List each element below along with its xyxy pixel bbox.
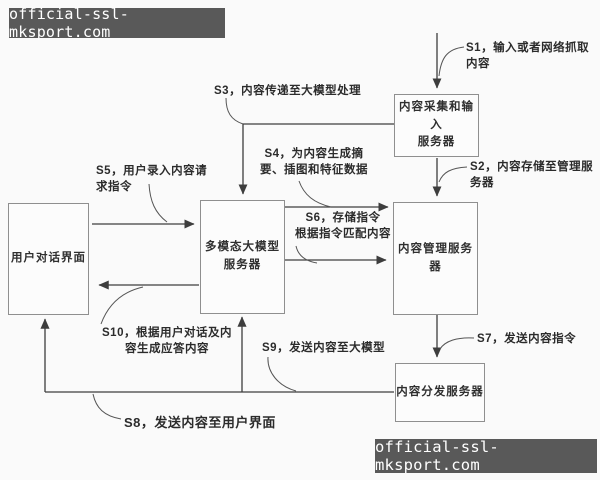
- leader-s6: [295, 245, 318, 264]
- leader-s4: [298, 180, 332, 208]
- step-label-s10: S10，根据用户对话及内 容生成应答内容: [102, 327, 232, 356]
- leader-s10: [100, 286, 144, 325]
- step-label-s5: S5，用户录入内容请 求指令: [96, 165, 208, 194]
- step-label-s3: S3，内容传递至大模型处理: [214, 85, 362, 97]
- node-content-management-server: 内容管理服务器: [393, 202, 478, 315]
- leader-s7: [439, 337, 475, 350]
- node-user-label: 用户对话界面: [11, 252, 86, 265]
- node-multimodal-model-server: 多模态大模型 服务器: [200, 200, 285, 314]
- step-label-s6: S6，存储指令 根据指令匹配内容: [295, 212, 391, 241]
- leader-s3: [225, 97, 244, 125]
- leader-s5: [148, 183, 168, 223]
- watermark-bottom-right: official-ssl-mksport.com: [375, 438, 597, 474]
- watermark-top-left: official-ssl-mksport.com: [9, 5, 225, 41]
- node-content-distribution-server: 内容分发服务器: [395, 363, 485, 422]
- step-label-s4: S4，为内容生成摘 要、插图和特征数据: [260, 148, 368, 177]
- leader-s9: [267, 356, 297, 392]
- node-collect-label: 内容采集和输入 服务器: [399, 100, 474, 149]
- step-label-s2: S2，内容存储至管理服务器: [470, 161, 594, 190]
- leader-s2: [438, 166, 468, 183]
- step-label-s8: S8，发送内容至用户界面: [124, 415, 276, 430]
- step-label-s1: S1，输入或者网络抓取内容: [466, 42, 590, 71]
- step-label-s7: S7，发送内容指令: [477, 333, 577, 345]
- watermark-bottom-text: official-ssl-mksport.com: [375, 438, 499, 474]
- leader-s1: [438, 46, 465, 77]
- step-label-s9: S9，发送内容至大模型: [262, 342, 386, 354]
- watermark-top-text: official-ssl-mksport.com: [9, 5, 129, 41]
- node-distribute-label: 内容分发服务器: [396, 385, 484, 398]
- node-user-dialog-interface: 用户对话界面: [8, 203, 89, 315]
- node-model-label: 多模态大模型 服务器: [205, 241, 280, 271]
- leader-s8: [92, 393, 122, 420]
- node-manage-label: 内容管理服务器: [398, 242, 473, 273]
- node-content-collection-server: 内容采集和输入 服务器: [394, 94, 479, 157]
